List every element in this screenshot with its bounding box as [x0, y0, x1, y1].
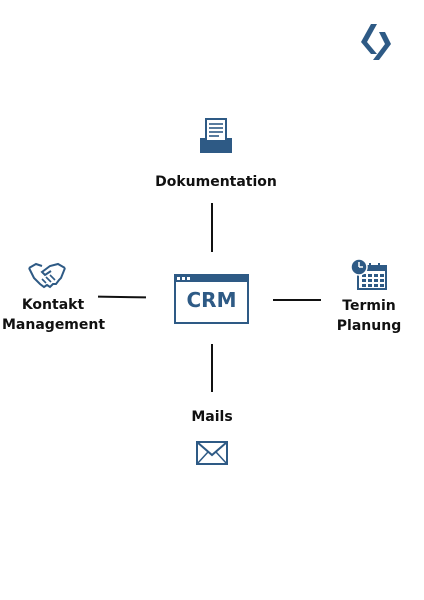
node-label-dokumentation: Dokumentation: [155, 174, 277, 190]
document-tray-icon: [199, 118, 233, 154]
connector-top: [211, 203, 213, 252]
node-label-planung: Planung: [336, 318, 402, 334]
node-label-kontakt: Kontakt: [21, 297, 85, 313]
crm-window-icon: [174, 274, 249, 324]
node-label-termin: Termin: [342, 298, 396, 314]
brand-logo-icon: [357, 22, 393, 62]
calendar-clock-icon: [350, 258, 388, 290]
node-label-mails: Mails: [191, 409, 233, 425]
node-label-management: Management: [2, 317, 106, 333]
handshake-icon: [28, 260, 66, 290]
envelope-icon: [196, 441, 228, 465]
connector-left: [97, 295, 147, 299]
connector-bottom: [211, 344, 213, 392]
connector-right: [273, 299, 321, 301]
crm-label: CRM: [186, 288, 237, 312]
